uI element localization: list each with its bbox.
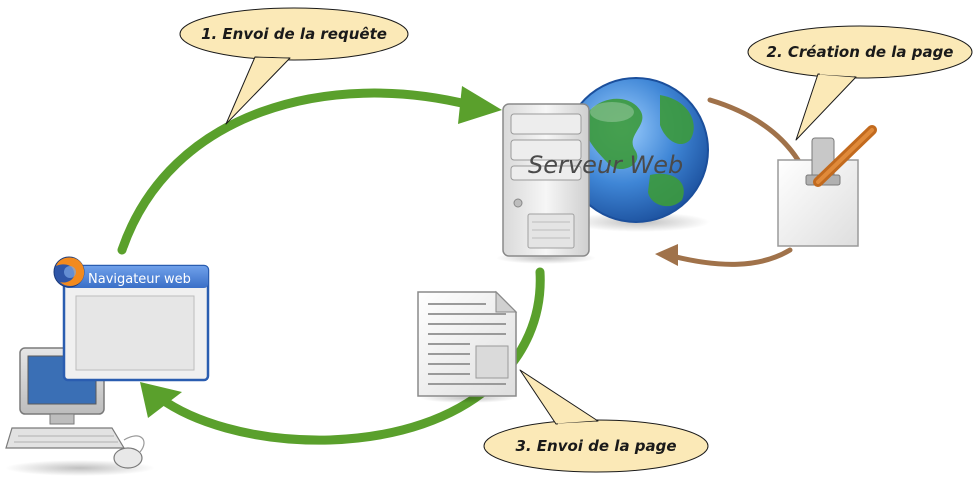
response-arrow [140,267,545,445]
callout-step2: 2. Création de la page [747,25,973,141]
browser-window [62,264,210,382]
creation-arrow-back [655,244,793,267]
server-icon [496,103,596,264]
browser-title: Navigateur web [88,272,191,287]
firefox-logo-icon [53,256,85,288]
callout-step3-text: 3. Envoi de la page [515,437,676,455]
callout-step1: 1. Envoi de la requête [179,7,409,125]
request-arrow [117,86,502,255]
server-label: Serveur Web [528,151,683,179]
creation-arrow-out [707,97,801,163]
callout-step1-text: 1. Envoi de la requête [201,25,387,43]
callout-step3: 3. Envoi de la page [483,369,709,473]
page-creation-icon [777,125,877,247]
document-icon [417,290,518,403]
callout-step2-text: 2. Création de la page [767,43,954,61]
globe-icon [563,77,710,232]
